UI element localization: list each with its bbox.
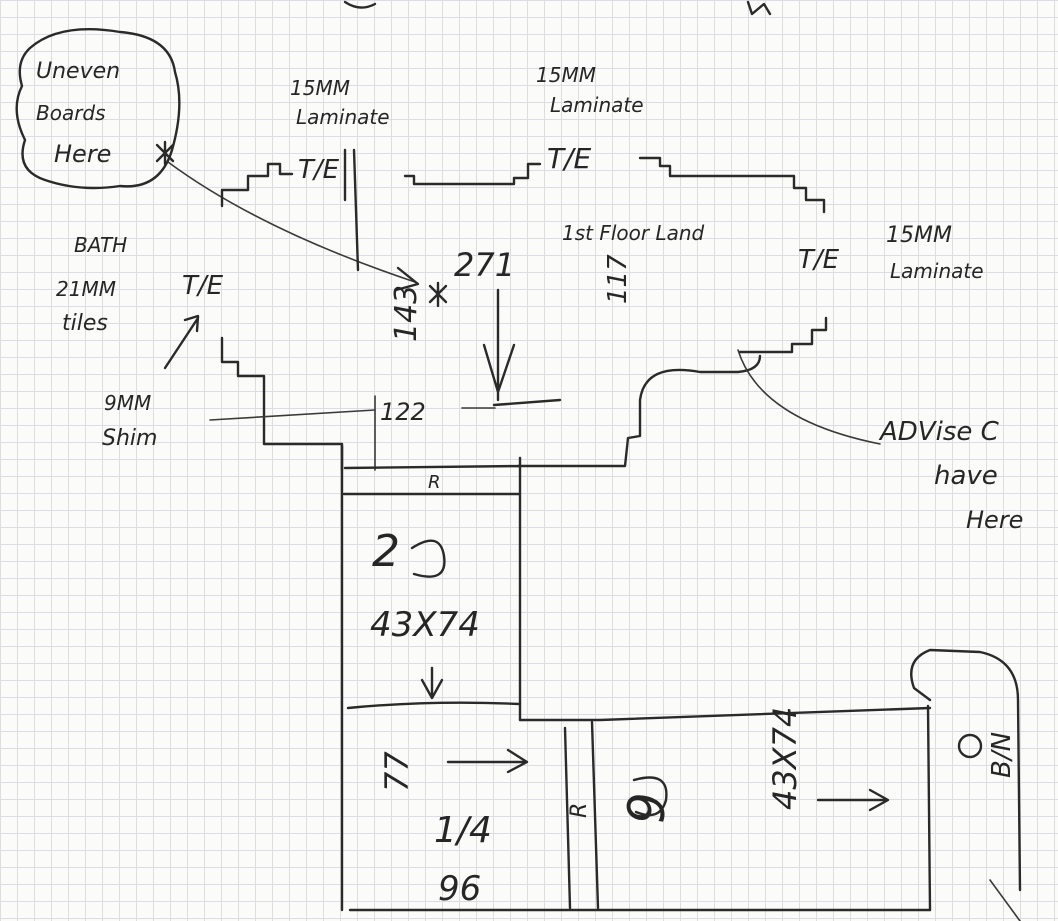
- laminate-right-size: 15MM: [886, 223, 952, 248]
- first-floor-landing-label: 1st Floor Land: [562, 221, 705, 245]
- bath-step-outline: [220, 336, 344, 472]
- top-step-outline-mid: [403, 162, 542, 186]
- te-label-mid: T/E: [547, 142, 592, 175]
- bn-newel-outline: [910, 648, 1022, 892]
- bath-tiles: tiles: [62, 311, 108, 336]
- r-label-top: R: [428, 472, 441, 493]
- winder-2-swirl: [410, 539, 446, 578]
- curved-landing-edge: [516, 354, 762, 468]
- dimension-77: 77: [378, 751, 416, 792]
- bn-label: B/N: [987, 732, 1017, 778]
- laminate-mid-size: 15MM: [536, 63, 596, 87]
- uneven-boards-text-2: Boards: [36, 101, 106, 125]
- top-step-outline-left: [220, 162, 294, 208]
- pointer-arrowhead: [394, 266, 420, 292]
- landing-left-vertical: [352, 148, 360, 272]
- winder-2-arrow: [420, 666, 444, 700]
- winder-9-size: 43X74: [766, 707, 804, 810]
- asterisk-landing: [428, 281, 448, 308]
- asterisk-bubble: [155, 140, 175, 166]
- arrow-base-line: [492, 398, 562, 407]
- r-label-strip: R: [567, 803, 592, 818]
- shim-leader-line: [209, 409, 376, 421]
- top-step-outline-right: [638, 156, 826, 214]
- quarter-landing-outline: [348, 706, 932, 912]
- uneven-boards-text-1: Uneven: [36, 59, 120, 84]
- bath-thickness: 21MM: [56, 277, 116, 301]
- winder-9-swirl: [632, 776, 668, 817]
- advise-leader: [737, 349, 881, 445]
- bn-circle-icon: [957, 733, 983, 759]
- shim-label: Shim: [102, 426, 157, 451]
- winder-2-size: 43X74: [370, 605, 480, 645]
- landing-down-arrow: [482, 288, 516, 402]
- shim-size: 9MM: [104, 391, 151, 415]
- r-strip-right: [590, 720, 600, 910]
- te-label-left: T/E: [298, 155, 340, 185]
- bath-arrow: [163, 314, 200, 370]
- winder-2-number: 2: [372, 526, 400, 577]
- dimension-96: 96: [438, 869, 481, 909]
- dimension-143: 143: [389, 285, 424, 342]
- dimension-117: 117: [603, 254, 633, 304]
- winder-9-right-edge: [926, 704, 932, 912]
- dimension-122: 122: [380, 398, 426, 426]
- uneven-boards-text-3: Here: [54, 140, 111, 168]
- laminate-right-type: Laminate: [890, 259, 984, 283]
- laminate-mid-type: Laminate: [550, 93, 644, 117]
- winder-2-outline: [340, 444, 522, 912]
- te-label-bath: T/E: [182, 271, 224, 301]
- uneven-boards-bubble: [15, 28, 181, 190]
- top-scribble-left: [343, 0, 377, 9]
- dimension-271: 271: [454, 246, 515, 284]
- advise-note-1: ADVise C: [878, 417, 1000, 447]
- te-label-right: T/E: [798, 245, 840, 275]
- quarter-landing-label: 1/4: [434, 810, 492, 851]
- bn-leader: [989, 879, 1021, 921]
- advise-note-3: Here: [966, 506, 1023, 534]
- winder-9-arrow: [816, 788, 890, 812]
- r-strip-left: [563, 726, 572, 910]
- laminate-left-size: 15MM: [290, 76, 350, 100]
- winder-2-divider: [346, 701, 522, 710]
- uneven-boards-pointer: [167, 161, 416, 283]
- quarter-right-arrow: [446, 748, 529, 774]
- advise-note-2: have: [934, 461, 998, 491]
- right-step-outline: [738, 316, 828, 354]
- top-scribble-right: [746, 0, 772, 16]
- laminate-left-type: Laminate: [296, 105, 390, 129]
- bath-label: BATH: [74, 233, 127, 257]
